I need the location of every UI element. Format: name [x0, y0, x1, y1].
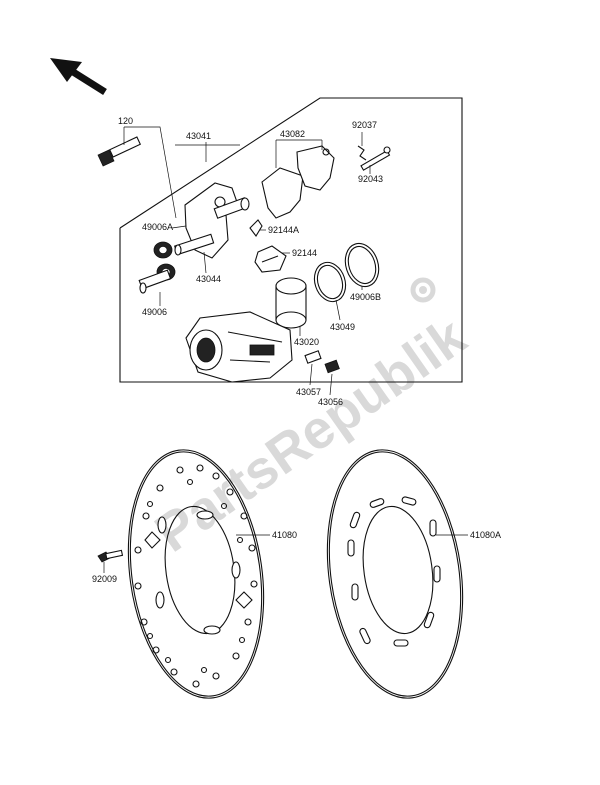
label-41080: 41080 [272, 530, 297, 540]
direction-arrow-icon [50, 58, 107, 95]
clip-92037 [357, 145, 367, 161]
label-43057: 43057 [296, 387, 321, 397]
label-92144A: 92144A [268, 225, 299, 235]
label-92043: 92043 [358, 174, 383, 184]
label-43041: 43041 [186, 131, 211, 141]
caliper-body [185, 311, 293, 383]
label-43049: 43049 [330, 322, 355, 332]
label-43082: 43082 [280, 129, 305, 139]
boot-49006A [153, 241, 173, 259]
piston-43020 [275, 277, 307, 329]
bolt-92009 [97, 549, 124, 563]
watermark-gear-icon [410, 277, 436, 303]
label-49006B: 49006B [350, 292, 381, 302]
label-120: 120 [118, 116, 133, 126]
label-92009: 92009 [92, 574, 117, 584]
caliper-group-frame [119, 97, 463, 383]
slide-pin-43044 [174, 233, 215, 256]
spring-92144A [249, 219, 263, 237]
boot-49006 [138, 263, 176, 294]
label-49006A: 49006A [142, 222, 173, 232]
bleeder-43057 [304, 350, 322, 364]
bleeder-cap-43056 [324, 359, 340, 374]
anti-rattle-spring-92144 [254, 245, 287, 273]
bolt-120 [97, 136, 142, 167]
label-43044: 43044 [196, 274, 221, 284]
seal-43049 [313, 261, 347, 303]
label-43020: 43020 [294, 337, 319, 347]
brake-disc-41080 [127, 449, 265, 699]
label-43056: 43056 [318, 397, 343, 407]
brake-pads-43082 [261, 145, 335, 219]
brake-disc-41080A [326, 449, 464, 699]
label-41080A: 41080A [470, 530, 501, 540]
label-92144: 92144 [292, 248, 317, 258]
label-92037: 92037 [352, 120, 377, 130]
seal-49006B [344, 242, 380, 288]
pin-92043 [360, 146, 391, 171]
label-49006: 49006 [142, 307, 167, 317]
